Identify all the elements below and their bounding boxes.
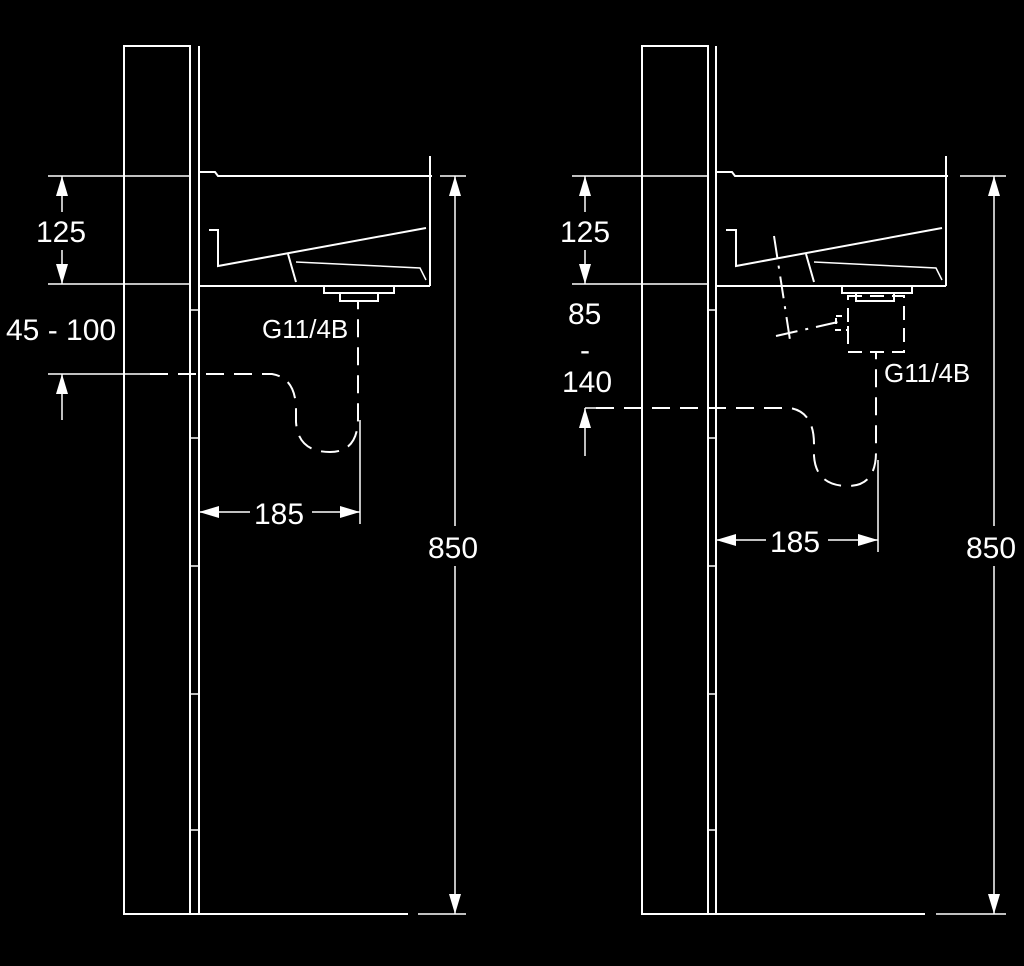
right-dim-850 — [936, 175, 1006, 915]
left-wall — [123, 45, 408, 915]
right-dim-dash-label: - — [580, 334, 590, 367]
left-thread-label: G11/4B — [262, 314, 348, 344]
left-trap — [150, 300, 359, 454]
left-dim-850-label: 850 — [428, 532, 478, 565]
left-basin — [199, 156, 432, 302]
left-dim-45-100 — [48, 373, 150, 420]
left-dim-125-label: 125 — [36, 216, 86, 249]
right-dim-125-label: 125 — [560, 216, 610, 249]
right-dim-850-label: 850 — [966, 532, 1016, 565]
right-dim-125 — [572, 175, 708, 285]
right-dim-85-label: 85 — [568, 298, 601, 331]
left-dim-45-100-label: 45 - 100 — [6, 314, 116, 347]
left-dim-850 — [418, 175, 466, 915]
right-basin — [716, 156, 948, 302]
right-dim-140-label: 140 — [562, 366, 612, 399]
right-wall — [641, 45, 925, 915]
right-dim-85-140 — [579, 407, 596, 456]
right-dim-185 — [716, 460, 879, 552]
left-view: 125 45 - 100 G11/4B 185 850 — [6, 45, 478, 915]
left-dim-185-label: 185 — [254, 498, 304, 531]
right-dim-185-label: 185 — [770, 526, 820, 559]
right-view: 125 85 - 140 G11/4B 185 850 — [560, 45, 1016, 915]
left-dim-125 — [48, 175, 190, 285]
left-dim-185 — [199, 420, 361, 524]
right-trap — [596, 352, 877, 488]
right-thread-label: G11/4B — [884, 358, 970, 388]
